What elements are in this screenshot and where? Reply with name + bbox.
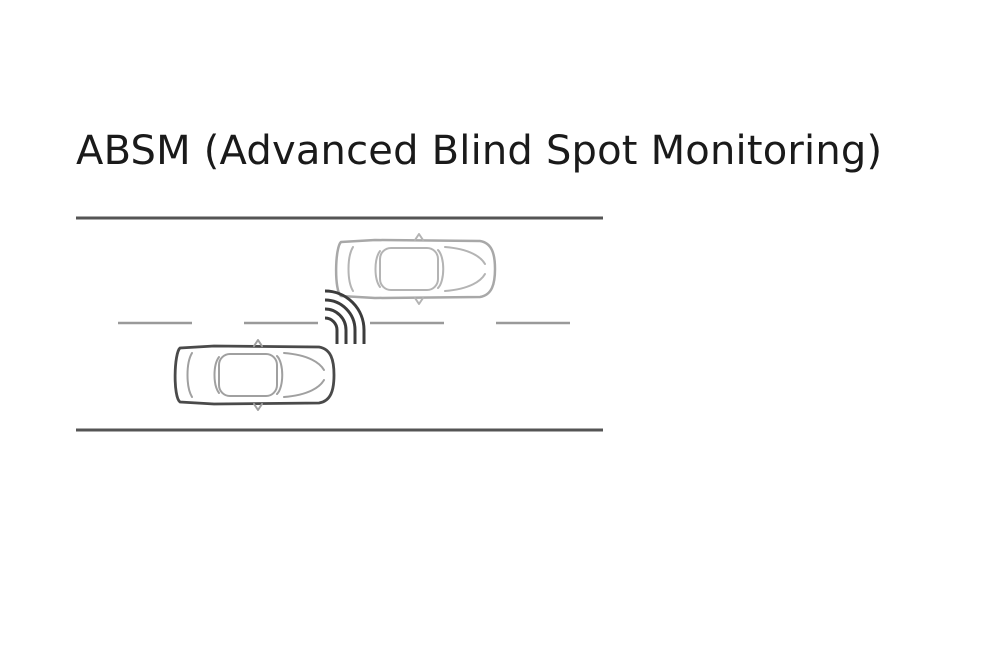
page-title: ABSM (Advanced Blind Spot Monitoring) (76, 128, 883, 174)
own-vehicle-car-icon (173, 339, 336, 411)
other-vehicle-car-icon (334, 233, 497, 305)
radar-waves-icon (324, 289, 366, 344)
